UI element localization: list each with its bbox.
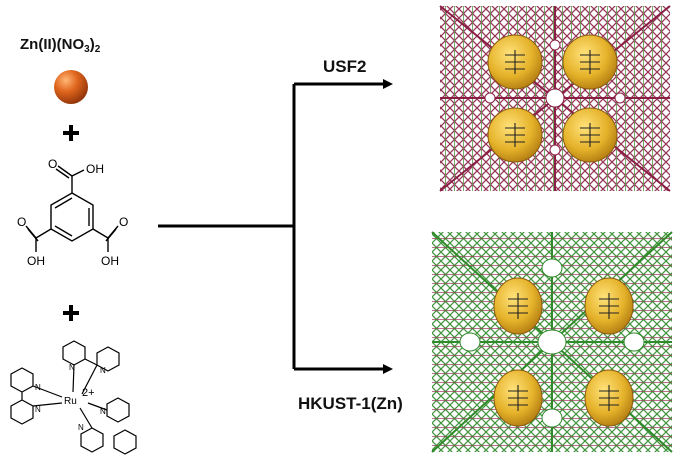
nitrogen-atom-label: N: [35, 383, 41, 392]
zn-sphere-icon: [54, 70, 88, 104]
linker-atom-oh: OH: [86, 162, 104, 176]
zn-nitrate-label: Zn(II)(NO3)2: [20, 36, 101, 55]
linker-atom-oh: OH: [101, 254, 119, 268]
nitrogen-atom-label: N: [35, 405, 41, 414]
linker-atom-o: O: [17, 215, 26, 229]
linker-atom-o: O: [48, 157, 57, 171]
usf2-framework-image: [439, 5, 671, 192]
hkust-framework-image: [431, 231, 673, 453]
usf2-label: USF2: [323, 57, 367, 76]
reaction-arrows: [158, 79, 393, 374]
nitrogen-atom-label: N: [69, 363, 75, 372]
plus-icon: [63, 305, 79, 321]
linker-atom-o: O: [119, 215, 128, 229]
linker-atom-oh: OH: [27, 254, 45, 268]
hkust-label: HKUST-1(Zn): [298, 394, 403, 413]
nitrogen-atom-label: N: [100, 407, 106, 416]
trimesic-acid-structure: [25, 165, 119, 252]
nitrogen-atom-label: N: [100, 366, 106, 375]
ru-bipyridine-complex-structure: [10, 340, 137, 455]
ru-atom-label: Ru: [64, 396, 77, 407]
nitrogen-atom-label: N: [78, 423, 84, 432]
charge-label: 2+: [82, 387, 95, 399]
plus-icon: [63, 125, 79, 141]
